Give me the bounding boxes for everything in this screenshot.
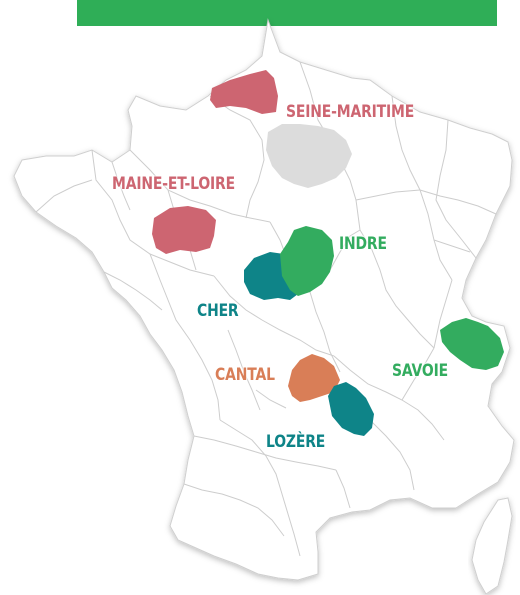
- label-maine-et-loire: MAINE-ET-LOIRE: [112, 174, 235, 194]
- region-indre: [280, 226, 334, 296]
- region-savoie: [440, 318, 504, 370]
- corsica: [471, 497, 513, 595]
- label-cher: CHER: [197, 301, 239, 321]
- label-cantal: CANTAL: [215, 365, 275, 385]
- label-lozere: LOZÈRE: [266, 432, 326, 452]
- label-seine-maritime: SEINE-MARITIME: [286, 102, 415, 122]
- label-indre: INDRE: [339, 234, 387, 254]
- region-paris-area: [266, 124, 352, 188]
- label-savoie: SAVOIE: [392, 361, 449, 381]
- region-seine-maritime: [210, 70, 278, 114]
- region-cantal: [288, 354, 340, 402]
- title-banner: [77, 0, 497, 26]
- region-lozere: [328, 382, 374, 436]
- region-maine-et-loire: [152, 206, 216, 254]
